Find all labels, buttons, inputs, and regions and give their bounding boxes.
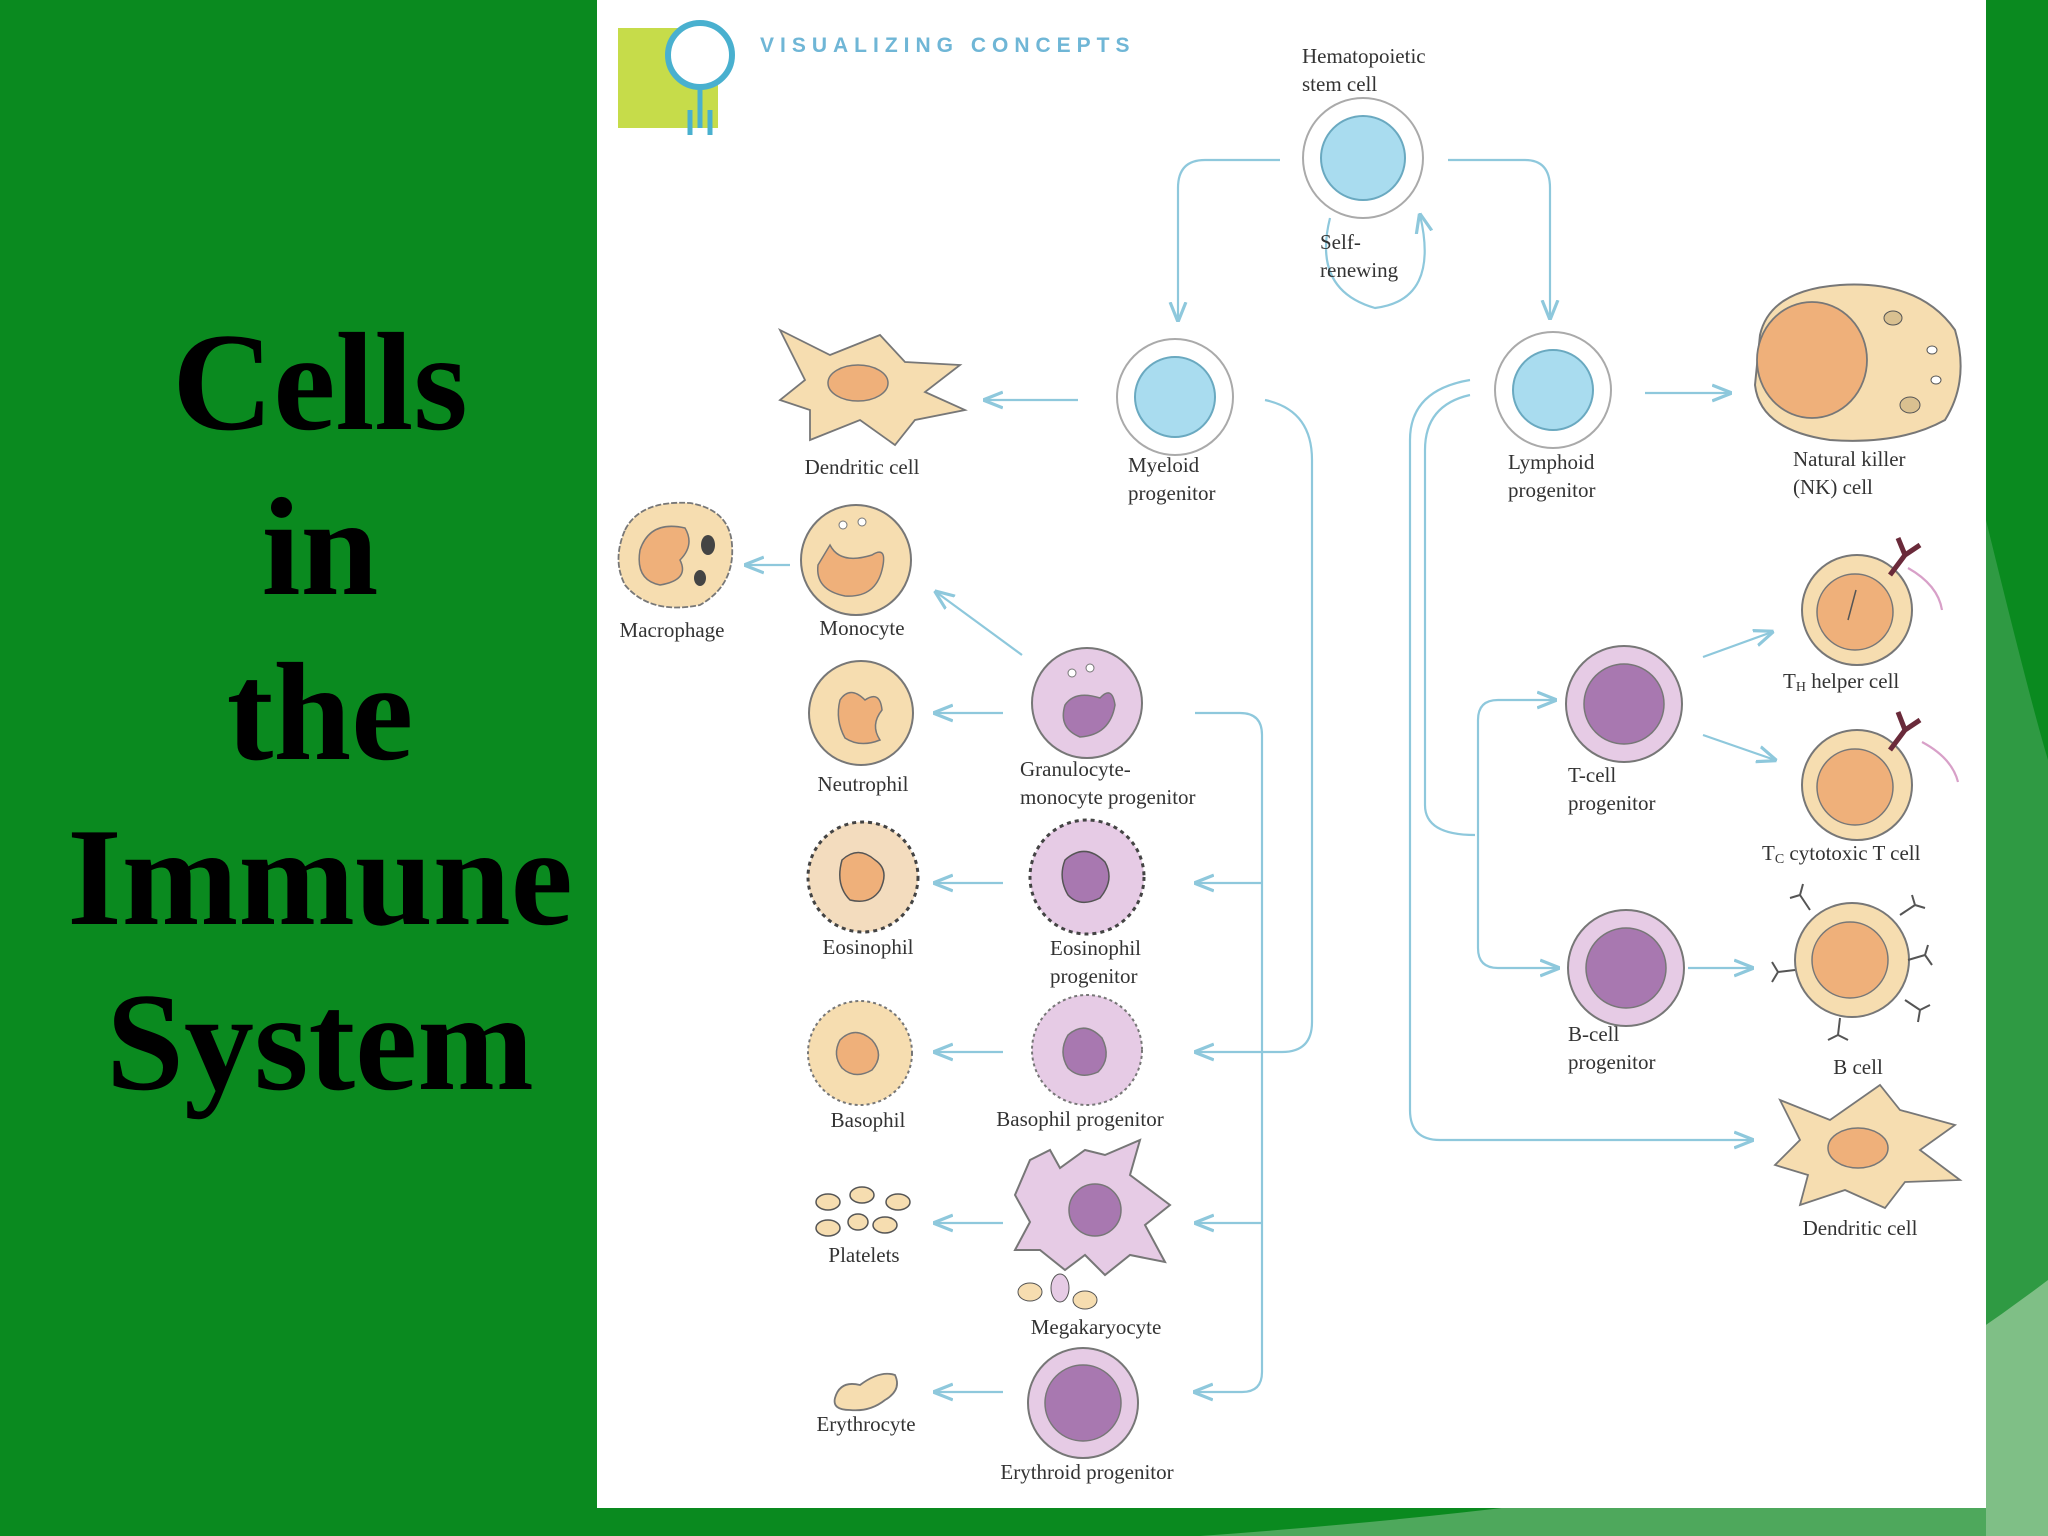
label-line: Self-	[1320, 230, 1361, 254]
title-line: Immune	[67, 800, 573, 955]
erythrocyte-icon	[833, 1372, 898, 1412]
myeloid-progenitor-icon	[1116, 338, 1234, 456]
title-line: System	[106, 965, 534, 1120]
visualizing-concepts-logo-icon	[618, 20, 735, 135]
th-helper-cell-icon	[1801, 537, 1922, 666]
myeloid-progenitor-label: Myeloid progenitor	[1128, 451, 1215, 507]
dendritic-cell-icon	[777, 327, 968, 447]
lymphoid-progenitor-icon	[1494, 331, 1612, 449]
label-line: B-cell	[1568, 1022, 1620, 1046]
label-part: helper cell	[1805, 669, 1900, 693]
title-line: the	[226, 635, 414, 790]
eosinophil-progenitor-icon	[1028, 818, 1146, 936]
macrophage-label: Macrophage	[619, 618, 725, 642]
label-line: Eosinophil	[1050, 936, 1142, 960]
t-cell-progenitor-icon	[1565, 645, 1683, 763]
granulocyte-monocyte-progenitor-label: Granulocyte- monocyte progenitor	[1020, 755, 1196, 811]
label-line: monocyte progenitor	[1020, 785, 1196, 809]
macrophage-icon	[617, 501, 734, 609]
lineage-arrows	[746, 158, 1960, 1392]
basophil-progenitor-label: Basophil progenitor	[996, 1107, 1164, 1131]
label-part: cytotoxic T cell	[1784, 841, 1921, 865]
label-line: stem cell	[1302, 72, 1378, 96]
title-line: Cells	[172, 305, 468, 460]
granulocyte-monocyte-progenitor-icon	[1031, 647, 1143, 759]
natural-killer-cell-icon	[1753, 283, 1962, 442]
eosinophil-progenitor-label: Eosinophil progenitor	[1050, 934, 1141, 990]
t-cell-progenitor-label: T-cell progenitor	[1568, 761, 1655, 817]
megakaryocyte-label: Megakaryocyte	[1030, 1315, 1162, 1339]
label-line: Granulocyte-	[1020, 757, 1131, 781]
nk-cell-label: Natural killer (NK) cell	[1793, 445, 1906, 501]
erythroid-progenitor-label: Erythroid progenitor	[1000, 1460, 1174, 1484]
tc-cytotoxic-t-cell-label: TC cytotoxic T cell	[1762, 839, 1920, 874]
label-line: Myeloid	[1128, 453, 1200, 477]
dendritic-cell-icon	[1773, 1083, 1963, 1210]
figure-header: VISUALIZING CONCEPTS	[760, 34, 1136, 57]
slide-title: Cells in the Immune System	[40, 300, 600, 1125]
th-helper-cell-label: TH helper cell	[1783, 667, 1899, 702]
platelets-icon	[815, 1186, 911, 1237]
megakaryocyte-icon	[1013, 1138, 1172, 1310]
eosinophil-icon	[806, 820, 920, 934]
label-subscript: C	[1774, 852, 1785, 867]
label-part: T	[1783, 669, 1796, 693]
label-line: progenitor	[1050, 964, 1138, 988]
label-line: (NK) cell	[1793, 475, 1873, 499]
dendritic-cell-label: Dendritic cell	[804, 455, 920, 479]
platelets-label: Platelets	[828, 1243, 900, 1267]
label-line: T-cell	[1568, 763, 1617, 787]
title-line: in	[261, 470, 379, 625]
label-line: progenitor	[1508, 478, 1596, 502]
b-cell-progenitor-icon	[1567, 909, 1685, 1027]
b-cell-progenitor-label: B-cell progenitor	[1568, 1020, 1655, 1076]
monocyte-icon	[800, 504, 912, 616]
dendritic-cell-label: Dendritic cell	[1802, 1216, 1918, 1240]
hematopoietic-stem-cell-icon	[1302, 97, 1424, 219]
eosinophil-label: Eosinophil	[822, 935, 914, 959]
b-cell-icon	[1771, 883, 1933, 1041]
label-subscript: H	[1795, 680, 1806, 695]
neutrophil-label: Neutrophil	[817, 772, 909, 796]
basophil-icon	[807, 1000, 913, 1106]
b-cell-label: B cell	[1833, 1055, 1883, 1079]
label-line: renewing	[1320, 258, 1399, 282]
label-line: Lymphoid	[1508, 450, 1595, 474]
erythroid-progenitor-icon	[1027, 1347, 1139, 1459]
self-renewing-label: Self- renewing	[1320, 228, 1398, 284]
erythrocyte-label: Erythrocyte	[816, 1412, 916, 1436]
label-line: progenitor	[1568, 791, 1656, 815]
basophil-label: Basophil	[830, 1108, 906, 1132]
neutrophil-icon	[808, 660, 914, 766]
tc-cytotoxic-t-cell-icon	[1801, 711, 1922, 841]
label-line: Natural killer	[1793, 447, 1906, 471]
hematopoietic-stem-cell-label: Hematopoietic stem cell	[1302, 42, 1426, 98]
basophil-progenitor-icon	[1031, 994, 1143, 1106]
label-part: T	[1762, 841, 1775, 865]
label-line: progenitor	[1128, 481, 1216, 505]
lymphoid-progenitor-label: Lymphoid progenitor	[1508, 448, 1595, 504]
label-line: Hematopoietic	[1302, 44, 1426, 68]
monocyte-label: Monocyte	[819, 616, 905, 640]
label-line: progenitor	[1568, 1050, 1656, 1074]
